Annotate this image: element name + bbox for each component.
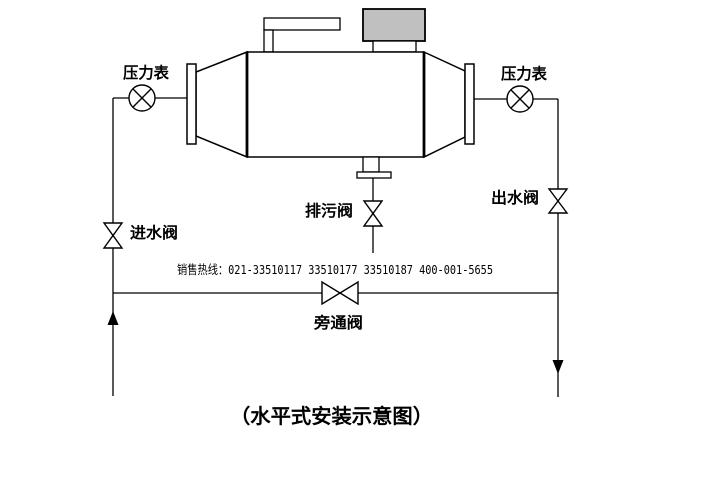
bypass-valve-label: 旁通阀 — [313, 313, 363, 332]
vessel-right-cone — [423, 50, 466, 159]
flow-arrow-up-icon — [107, 311, 119, 325]
pressure-gauge-left-label: 压力表 — [123, 63, 169, 82]
outlet-valve-icon — [547, 188, 569, 214]
drain-valve-icon — [362, 200, 384, 227]
motor-base — [372, 40, 417, 53]
outlet-valve-label: 出水阀 — [491, 188, 539, 207]
inlet-valve-icon — [102, 222, 124, 249]
drain-nozzle — [362, 156, 380, 173]
inlet-flange — [186, 63, 197, 145]
motor-box — [362, 8, 426, 42]
air-vent-stem — [263, 29, 274, 53]
drain-valve-label: 排污阀 — [305, 201, 353, 220]
pressure-gauge-left-icon — [128, 84, 156, 112]
vessel-body — [246, 51, 425, 158]
sales-hotline-text: 销售热线：021-33510117 33510177 33510187 400-… — [177, 262, 493, 277]
pressure-gauges — [128, 84, 534, 113]
drain-flange — [356, 171, 392, 179]
valves — [102, 188, 569, 306]
caption-title: （水平式安装示意图） — [230, 404, 433, 428]
vessel-left-cone — [195, 50, 248, 159]
bypass-valve-icon — [321, 280, 359, 306]
pressure-gauge-right-icon — [506, 85, 534, 113]
pressure-gauge-right-label: 压力表 — [501, 64, 547, 83]
vessel — [186, 8, 475, 179]
flow-arrow-down-icon — [552, 360, 564, 374]
air-vent-pipe — [263, 17, 341, 31]
outlet-flange — [464, 63, 475, 145]
inlet-valve-label: 进水阀 — [130, 223, 178, 242]
